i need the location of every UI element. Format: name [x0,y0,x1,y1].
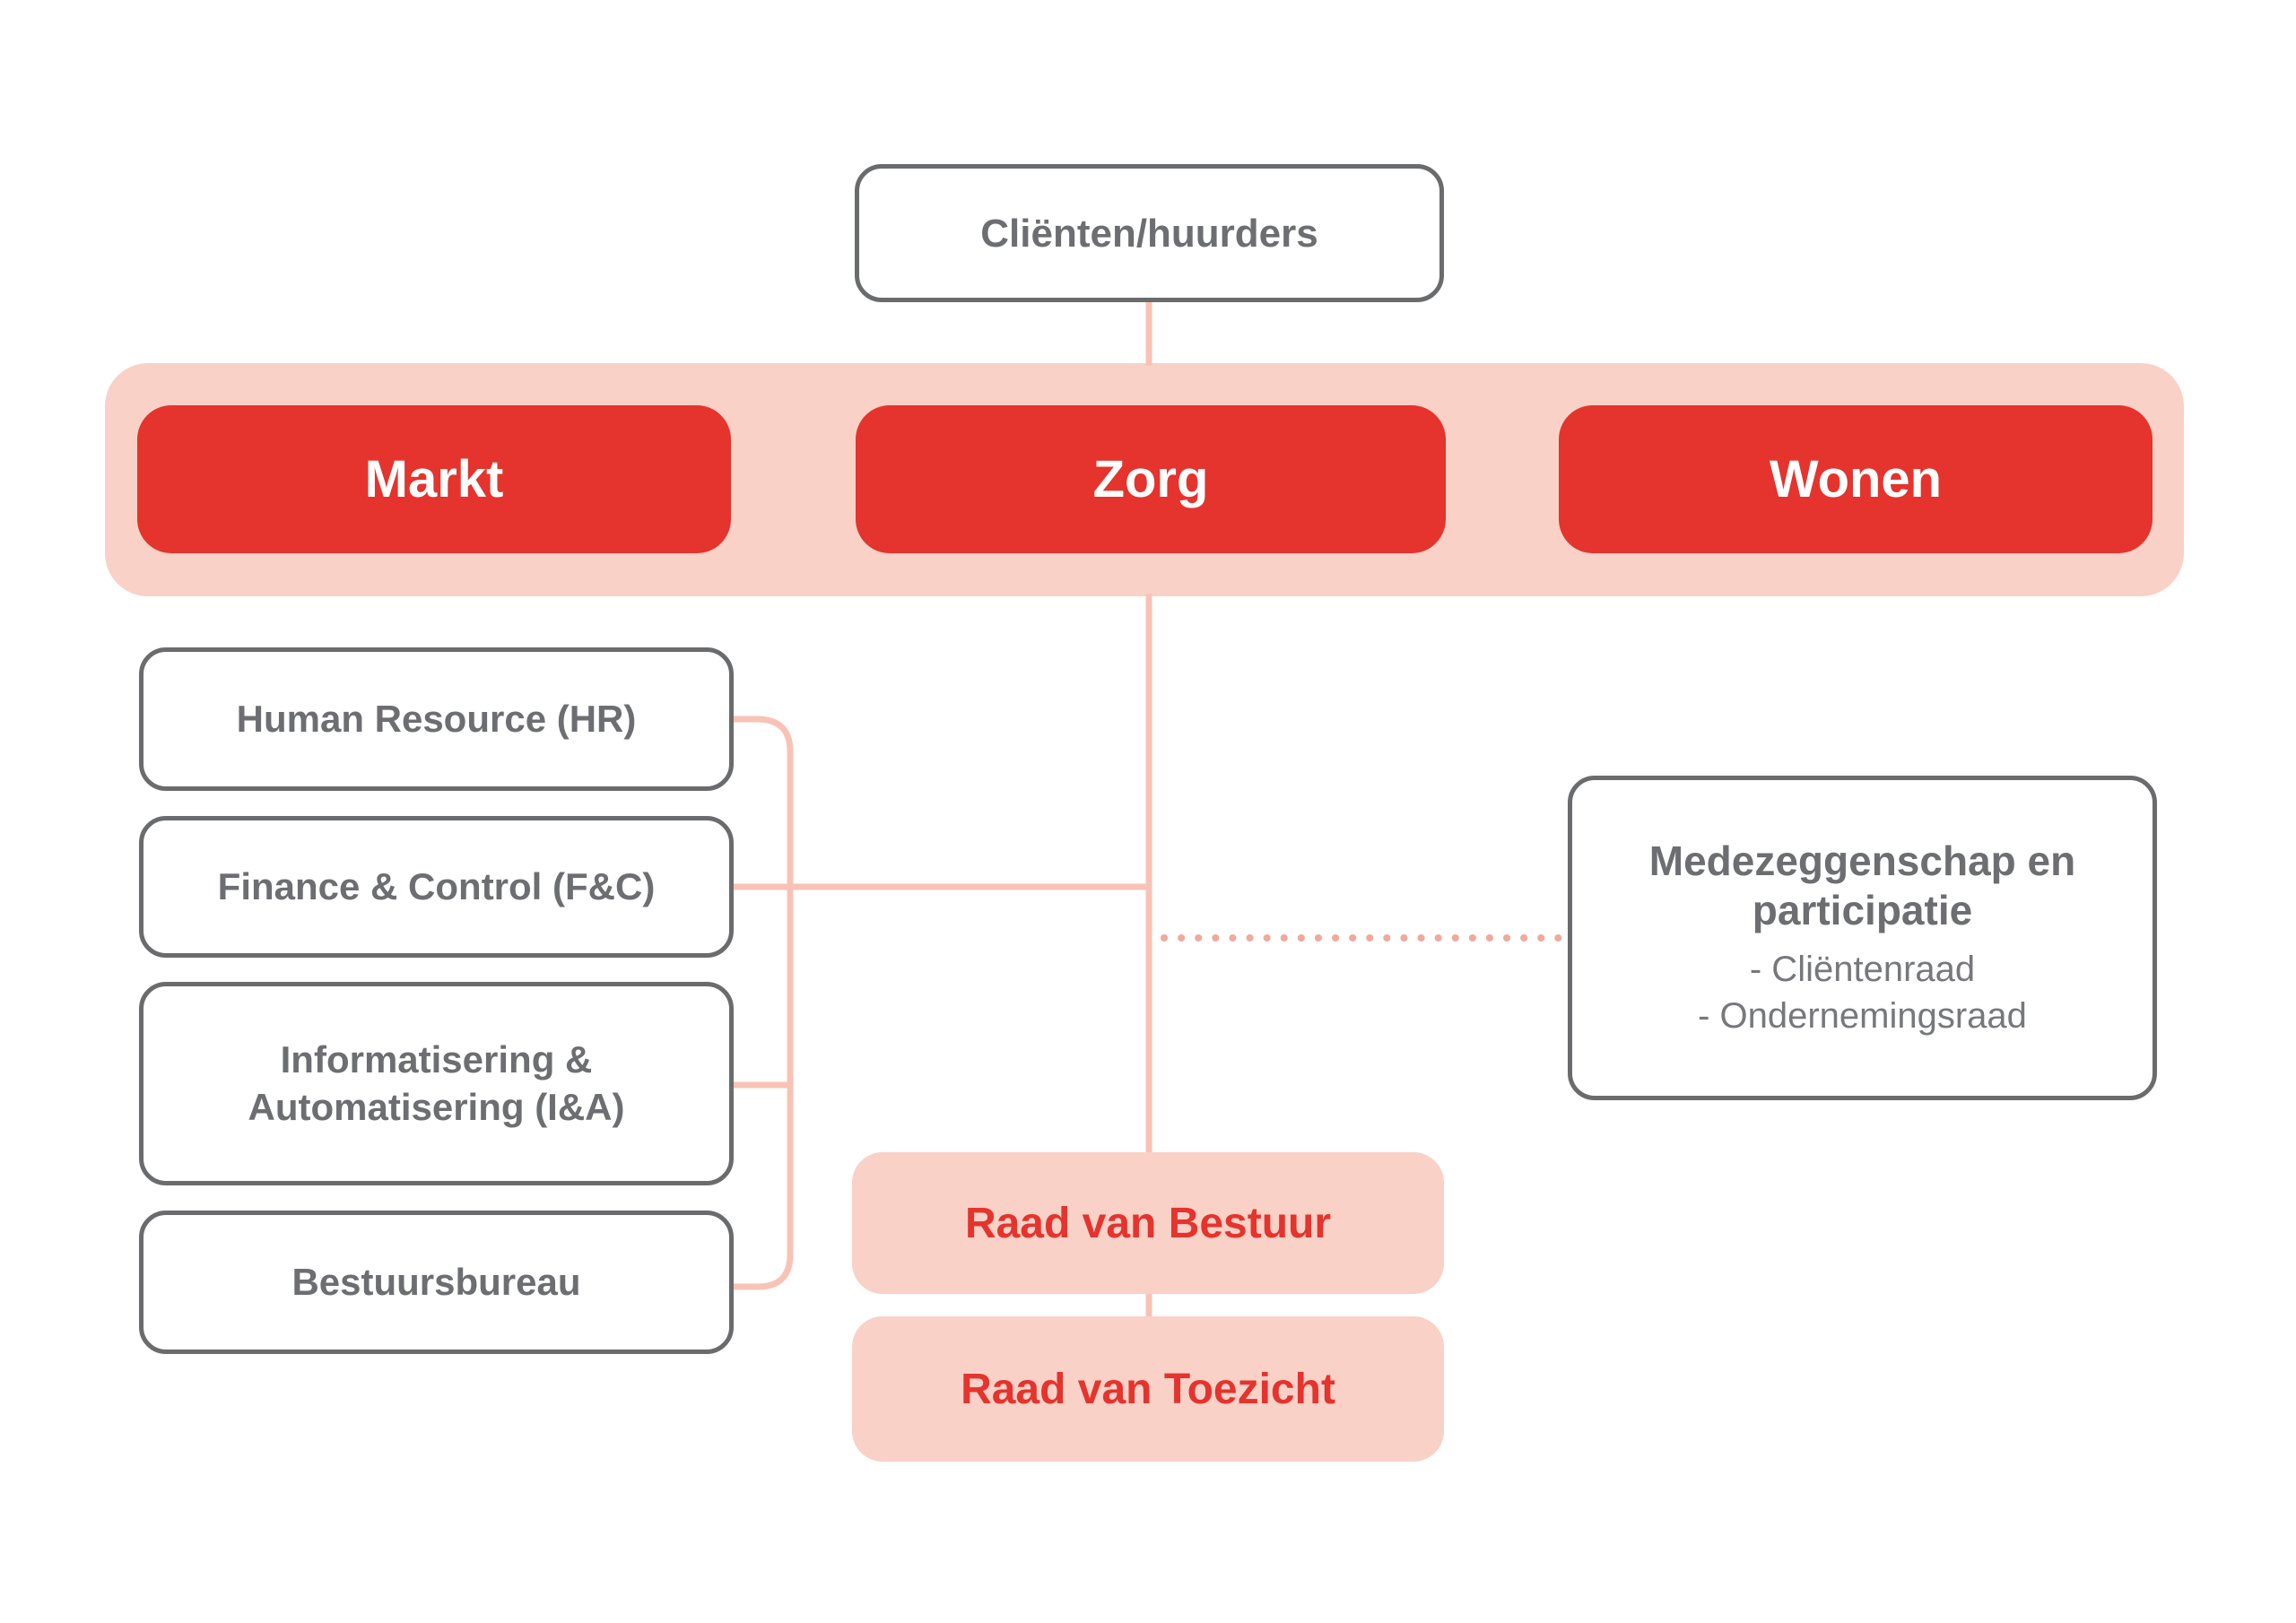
node-wonen: Wonen [1559,405,2152,553]
node-clients-label: Cliënten/huurders [980,211,1318,256]
node-human-resource: Human Resource (HR) [139,647,734,791]
node-raad-van-toezicht: Raad van Toezicht [852,1316,1444,1462]
node-raad-van-bestuur-label: Raad van Bestuur [964,1199,1332,1247]
node-raad-van-bestuur: Raad van Bestuur [852,1152,1444,1294]
node-wonen-label: Wonen [1769,450,1943,508]
node-medezeggenschap-item-clientenraad: - Cliëntenraad [1749,950,1976,990]
node-human-resource-label: Human Resource (HR) [236,697,637,740]
node-medezeggenschap: Medezeggenschap en participatie - Cliënt… [1568,776,2157,1100]
node-raad-van-toezicht-label: Raad van Toezicht [961,1365,1335,1413]
node-informatisering-automatisering: Informatisering & Automatisering (I&A) [139,982,734,1185]
node-finance-control: Finance & Control (F&C) [139,816,734,958]
node-informatisering-automatisering-label: Informatisering & Automatisering (I&A) [248,1038,625,1128]
node-zorg-label: Zorg [1092,450,1209,508]
connector-staff-trunk [734,716,794,1290]
node-markt: Markt [137,405,731,553]
node-bestuursbureau: Bestuursbureau [139,1211,734,1354]
node-markt-label: Markt [364,450,504,508]
node-medezeggenschap-title: Medezeggenschap en participatie [1648,837,2076,933]
node-clients: Cliënten/huurders [855,164,1444,302]
node-bestuursbureau-label: Bestuursbureau [291,1260,581,1303]
node-finance-control-label: Finance & Control (F&C) [217,864,656,907]
node-zorg: Zorg [856,405,1446,553]
node-medezeggenschap-item-ondernemingsraad: - Ondernemingsraad [1698,996,2027,1037]
